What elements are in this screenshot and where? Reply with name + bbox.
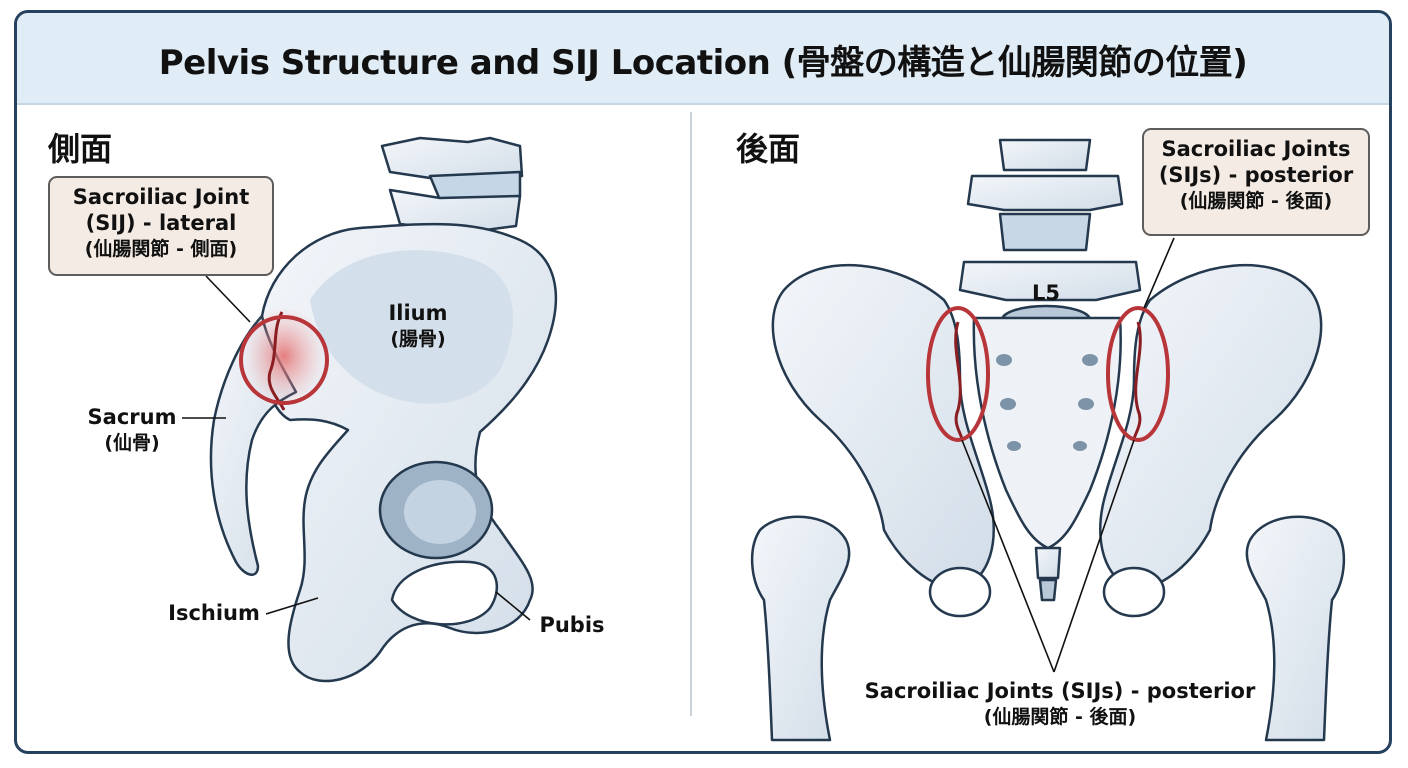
posterior-bottom-line2: (仙腸関節 - 後面) [983, 706, 1137, 728]
left-sij-ring [926, 306, 990, 442]
left-sij-line [954, 321, 964, 441]
posterior-callout-line1: Sacroiliac Joints [1161, 137, 1351, 161]
ilium-jp: (腸骨) [390, 328, 446, 350]
l5-vertebra [958, 260, 1142, 302]
ischium-label: Ischium [168, 601, 260, 625]
left-femur [750, 515, 851, 742]
l5-label: L5 [1032, 281, 1060, 305]
posterior-bottom-line1: Sacroiliac Joints (SIJs) - posterior [864, 679, 1256, 703]
lateral-leader-lines [182, 275, 531, 621]
lateral-sij-callout: Sacroiliac Joint (SIJ) - lateral (仙腸関節 -… [48, 176, 274, 276]
posterior-view [750, 138, 1346, 742]
posterior-lumbar-spine [958, 138, 1142, 336]
title-bar: Pelvis Structure and SIJ Location (骨盤の構造… [17, 13, 1389, 105]
lateral-heading: 側面 [48, 130, 113, 168]
lateral-lumbar-spine [380, 136, 524, 234]
right-femur [1245, 515, 1346, 742]
posterior-sacrum [972, 316, 1122, 550]
right-sij-ring [1106, 306, 1170, 442]
sacrum-label: Sacrum (仙骨) [80, 404, 184, 456]
lateral-callout-line1: Sacroiliac Joint [72, 185, 250, 209]
right-ilium [1099, 263, 1323, 590]
posterior-bottom-label: Sacroiliac Joints (SIJs) - posterior (仙腸… [850, 678, 1270, 730]
sacrum-jp: (仙骨) [104, 432, 160, 454]
panel-divider [690, 112, 692, 716]
sacrum-name: Sacrum [87, 405, 177, 429]
lateral-callout-line2: (SIJ) - lateral [85, 211, 237, 235]
sacral-foramina [996, 354, 1098, 451]
pubis-label: Pubis [539, 613, 605, 637]
lateral-sij-line [267, 311, 286, 411]
left-ilium [771, 263, 995, 590]
lateral-callout-line3: (仙腸関節 - 側面) [84, 238, 238, 260]
lateral-sij-ring [239, 315, 329, 405]
posterior-callout-line3: (仙腸関節 - 後面) [1179, 190, 1333, 212]
posterior-heading: 後面 [736, 130, 801, 168]
ilium-name: Ilium [388, 301, 448, 325]
lateral-view [209, 136, 558, 683]
obturator-foramen [390, 560, 499, 626]
ilium-label: Ilium (腸骨) [368, 300, 468, 352]
posterior-sij-callout: Sacroiliac Joints (SIJs) - posterior (仙腸… [1142, 128, 1370, 236]
right-sij-line [1132, 321, 1142, 441]
figure-title: Pelvis Structure and SIJ Location (骨盤の構造… [158, 43, 1248, 83]
posterior-callout-line2: (SIJs) - posterior [1158, 163, 1354, 187]
posterior-leader-lines [961, 237, 1175, 673]
